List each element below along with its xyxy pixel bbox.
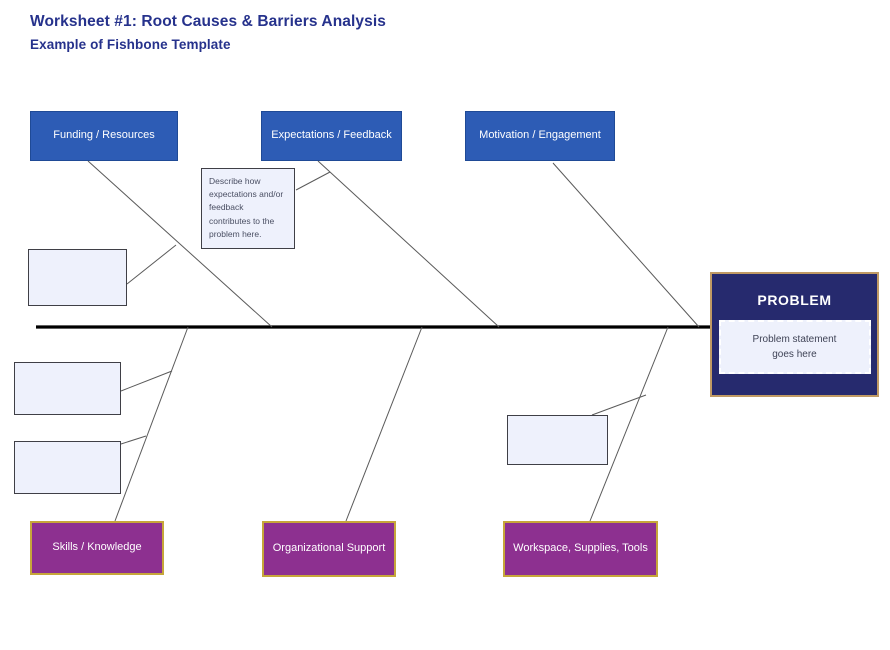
connector-skills-cause-2 (120, 435, 147, 445)
worksheet-header: Worksheet #1: Root Causes & Barriers Ana… (30, 12, 630, 54)
cause-box-skills-1[interactable] (14, 362, 121, 415)
note-line-1: Describe how (209, 176, 261, 186)
category-label: Funding / Resources (53, 129, 155, 142)
category-box-funding-resources[interactable]: Funding / Resources (30, 111, 178, 161)
category-label: Organizational Support (272, 542, 386, 555)
page-title: Worksheet #1: Root Causes & Barriers Ana… (30, 13, 386, 30)
cause-box-skills-2[interactable] (14, 441, 121, 494)
problem-statement-line-2: goes here (772, 349, 817, 360)
cause-box-funding-1[interactable] (28, 249, 127, 306)
problem-title: PROBLEM (757, 292, 832, 308)
note-line-4: contributes to the (209, 215, 275, 226)
connector-workspace-cause-1 (591, 394, 647, 416)
note-line-3: feedback (209, 202, 244, 213)
bone-expectations (317, 160, 500, 328)
category-box-organizational-support[interactable]: Organizational Support (262, 521, 396, 577)
category-box-motivation-engagement[interactable]: Motivation / Engagement (465, 111, 615, 161)
page-subtitle: Example of Fishbone Template (30, 36, 231, 52)
connector-skills-cause-1 (120, 370, 173, 392)
category-label: Skills / Knowledge (52, 541, 142, 554)
connector-funding-cause-1 (126, 244, 177, 285)
bone-organizational-support (345, 326, 423, 522)
note-line-5: problem here. (209, 228, 262, 239)
category-box-skills-knowledge[interactable]: Skills / Knowledge (30, 521, 164, 575)
note-line-2: expectations and/or (209, 189, 284, 200)
connector-note-to-bone (295, 171, 331, 191)
problem-box[interactable]: PROBLEM Problem statement goes here (710, 272, 879, 397)
problem-statement-line-1: Problem statement (752, 334, 837, 345)
category-label: Workspace, Supplies, Tools (513, 542, 648, 555)
category-label: Motivation / Engagement (479, 129, 601, 142)
cause-box-workspace-1[interactable] (507, 415, 608, 465)
problem-statement-field[interactable]: Problem statement goes here (718, 320, 871, 374)
category-box-workspace-supplies-tools[interactable]: Workspace, Supplies, Tools (503, 521, 658, 577)
bone-skills (114, 326, 189, 522)
category-box-expectations-feedback[interactable]: Expectations / Feedback (261, 111, 402, 161)
category-label: Expectations / Feedback (271, 129, 392, 142)
note-callout-expectations[interactable]: Describe how expectations and/or feedbac… (201, 168, 295, 249)
bone-motivation (552, 162, 700, 328)
